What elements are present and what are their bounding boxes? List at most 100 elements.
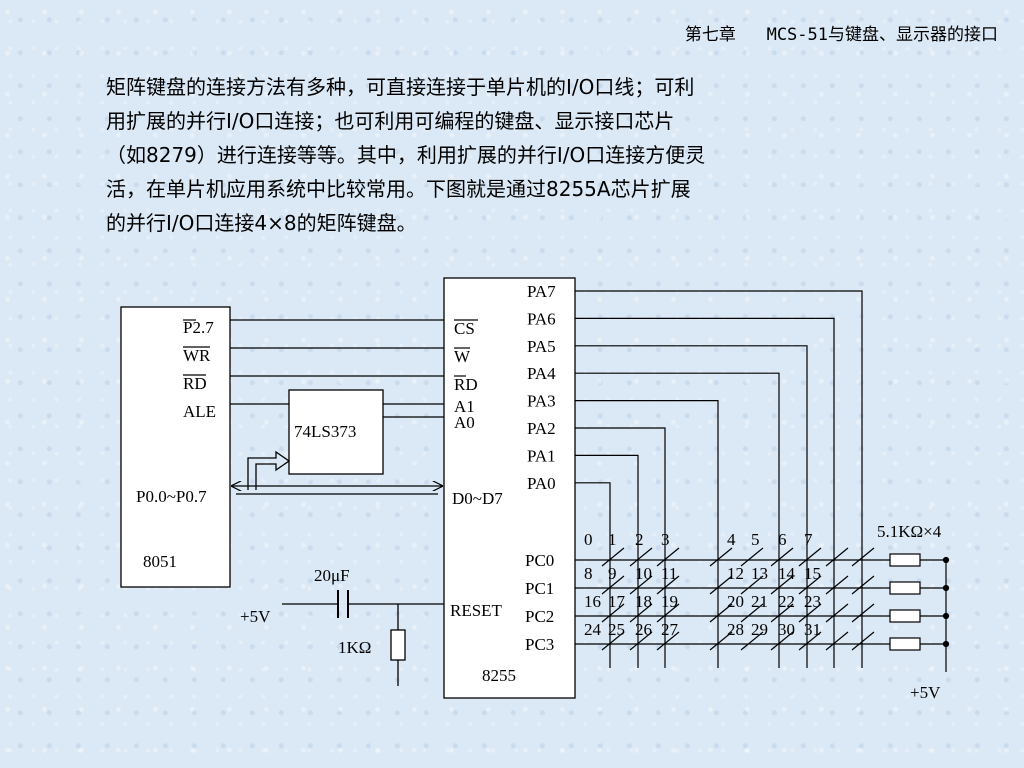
key-switch (851, 547, 875, 567)
key-label: 20 (727, 592, 744, 611)
key-label: 15 (804, 564, 821, 583)
pin-label-a1: A1 (454, 397, 475, 416)
reset-resistor (390, 629, 406, 661)
key-label: 10 (635, 564, 652, 583)
key-switch (798, 603, 822, 623)
pin-label-pa1: PA1 (527, 446, 556, 465)
key-switch (709, 547, 733, 567)
key-switch (601, 547, 625, 567)
column-wire-pa3 (575, 400, 719, 668)
pullup-resistor (889, 581, 921, 595)
key-label: 27 (661, 620, 679, 639)
column-wire-pa6 (575, 317, 835, 668)
key-switch (770, 631, 794, 651)
chip-74ls373 (288, 389, 384, 475)
key-label: 23 (804, 592, 821, 611)
pin-label-pc3: PC3 (525, 635, 554, 654)
key-label: 8 (584, 564, 593, 583)
key-switch (798, 575, 822, 595)
pin-label-pa7: PA7 (527, 282, 556, 301)
key-label: 13 (751, 564, 768, 583)
intro-line: （如8279）进行连接等等。其中，利用扩展的并行I/O口连接方便灵 (106, 143, 706, 167)
key-switch (740, 631, 764, 651)
pin-label-pc1: PC1 (525, 579, 554, 598)
key-switch (740, 603, 764, 623)
key-switch (656, 547, 680, 567)
key-label: 19 (661, 592, 678, 611)
pin-label-pc2: PC2 (525, 607, 554, 626)
key-label: 17 (608, 592, 626, 611)
chip-8051 (120, 306, 231, 588)
key-switch (825, 631, 849, 651)
vcc-right-label: +5V (910, 683, 941, 702)
vcc-left-label: +5V (240, 607, 271, 626)
pin-label-a0: A0 (454, 413, 475, 432)
key-switch (770, 575, 794, 595)
key-switch (709, 603, 733, 623)
key-switch (629, 603, 653, 623)
key-label: 12 (727, 564, 744, 583)
key-label: 6 (778, 530, 787, 549)
key-label: 26 (635, 620, 652, 639)
key-label: 7 (804, 530, 813, 549)
key-label: 30 (778, 620, 795, 639)
column-wire-pa7 (575, 290, 863, 668)
key-switch (656, 631, 680, 651)
pin-label-cs: CS (454, 319, 475, 338)
pullup-label: 5.1KΩ×4 (877, 522, 942, 541)
key-switch (601, 603, 625, 623)
intro-line: 用扩展的并行I/O口连接；也可利用可编程的键盘、显示接口芯片 (106, 109, 675, 133)
key-switch (601, 575, 625, 595)
resistor-label: 1KΩ (338, 638, 371, 657)
key-label: 16 (584, 592, 601, 611)
key-label: 2 (635, 530, 644, 549)
key-switch (770, 603, 794, 623)
pin-label-pc0: PC0 (525, 551, 554, 570)
key-label: 25 (608, 620, 625, 639)
key-switch (709, 631, 733, 651)
pin-label-rd: RD (183, 374, 207, 393)
column-wire-pa1 (575, 454, 639, 668)
pin-label-w: W (454, 347, 471, 366)
intro-line: 矩阵键盘的连接方法有多种，可直接连接于单片机的I/O口线；可利 (106, 75, 695, 99)
key-switch (851, 603, 875, 623)
key-label: 14 (778, 564, 796, 583)
chip-name-74ls373: 74LS373 (294, 422, 356, 441)
intro-line: 活，在单片机应用系统中比较常用。下图就是通过8255A芯片扩展 (106, 177, 691, 201)
key-label: 1 (608, 530, 617, 549)
key-switch (851, 575, 875, 595)
pin-label-reset: RESET (450, 601, 503, 620)
bus-to-latch-arrow (247, 450, 291, 490)
key-switch (740, 575, 764, 595)
intro-paragraph: 矩阵键盘的连接方法有多种，可直接连接于单片机的I/O口线；可利 用扩展的并行I/… (106, 70, 956, 240)
key-switch (851, 631, 875, 651)
chip-name-8255: 8255 (482, 666, 516, 685)
key-switch (825, 575, 849, 595)
key-label: 0 (584, 530, 593, 549)
bus-label-8051: P0.0~P0.7 (136, 487, 207, 506)
key-label: 24 (584, 620, 602, 639)
pin-label-pa4: PA4 (527, 364, 556, 383)
key-label: 22 (778, 592, 795, 611)
pin-label-wr: WR (183, 346, 211, 365)
pin-label-pa2: PA2 (527, 419, 556, 438)
pullup-resistor (889, 609, 921, 623)
pin-label-d0d7: D0~D7 (452, 489, 503, 508)
key-switch (798, 547, 822, 567)
pin-label-rd-8255: RD (454, 375, 478, 394)
intro-line: 的并行I/O口连接4×8的矩阵键盘。 (106, 211, 417, 235)
capacitor-label: 20μF (314, 566, 350, 585)
key-switch (709, 575, 733, 595)
key-switch (740, 547, 764, 567)
pin-label-pa6: PA6 (527, 309, 556, 328)
key-switch (770, 547, 794, 567)
pullup-resistor (889, 553, 921, 567)
key-switch (601, 631, 625, 651)
column-wire-pa0 (575, 482, 611, 668)
key-switch (798, 631, 822, 651)
key-switch (656, 575, 680, 595)
key-label: 4 (727, 530, 736, 549)
pin-label-pa0: PA0 (527, 474, 556, 493)
key-label: 9 (608, 564, 617, 583)
